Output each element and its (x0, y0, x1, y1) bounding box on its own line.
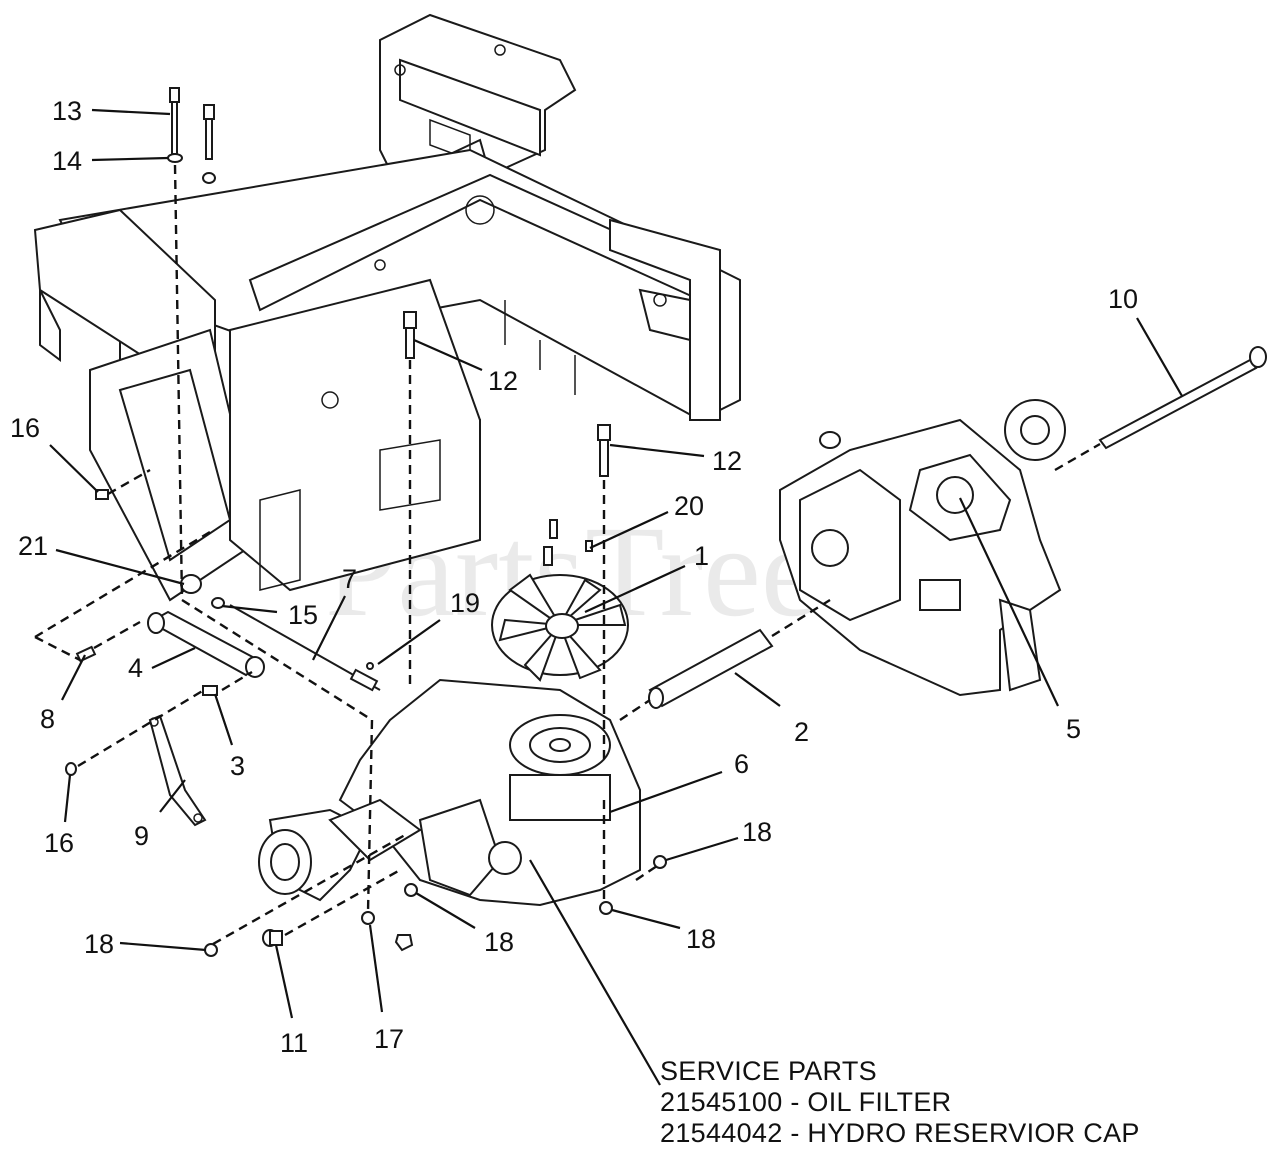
bolt-spare (202, 104, 216, 184)
service-part-line: 21545100 - OIL FILTER (660, 1087, 951, 1117)
bolt-8 (75, 645, 97, 663)
callout-18: 18 (484, 927, 514, 957)
leader-lines (49, 108, 1183, 1086)
callout-18: 18 (742, 817, 772, 847)
callout-3: 3 (230, 751, 245, 781)
callout-1: 1 (694, 541, 709, 571)
callout-21: 21 (18, 531, 48, 561)
clips-18 (204, 855, 667, 957)
bolt-12b (597, 424, 611, 477)
callout-11: 11 (280, 1028, 308, 1058)
callout-9: 9 (134, 821, 149, 851)
callout-12: 12 (488, 366, 518, 396)
transaxle-left-6 (258, 678, 641, 907)
callout-12: 12 (712, 446, 742, 476)
callout-15: 15 (288, 600, 318, 630)
transaxle-right-5 (779, 399, 1066, 697)
service-parts-heading: SERVICE PARTS (660, 1056, 877, 1086)
callout-7: 7 (342, 564, 357, 594)
screws-20 (543, 519, 593, 566)
clip-16b (65, 762, 77, 776)
callout-20: 20 (674, 491, 704, 521)
callout-10: 10 (1108, 284, 1138, 314)
callout-2: 2 (794, 717, 809, 747)
nut-15 (211, 597, 225, 609)
callout-19: 19 (450, 588, 480, 618)
clip-19 (366, 662, 374, 670)
callout-13: 13 (52, 96, 82, 126)
callout-18: 18 (686, 924, 716, 954)
callout-17: 17 (374, 1024, 404, 1054)
callout-18: 18 (84, 929, 114, 959)
callout-16: 16 (10, 413, 40, 443)
rod-7 (229, 604, 381, 692)
nut-17 (361, 911, 414, 952)
callout-14: 14 (52, 146, 82, 176)
frame-assembly (33, 13, 741, 602)
callout-8: 8 (40, 704, 55, 734)
tube-2 (648, 628, 774, 709)
callout-5: 5 (1066, 714, 1081, 744)
service-parts-note: SERVICE PARTS 21545100 - OIL FILTER 2154… (660, 1056, 1140, 1148)
callout-4: 4 (128, 653, 143, 683)
bolt-12a (403, 311, 417, 359)
bolt-13 (169, 87, 180, 155)
arm-9 (148, 714, 207, 827)
bolt-16a (95, 489, 109, 500)
callout-6: 6 (734, 749, 749, 779)
callout-labels: 13 14 16 21 15 7 19 4 8 3 16 9 12 12 20 … (10, 96, 1138, 1058)
axle-bolt-10 (1098, 346, 1267, 450)
callout-16: 16 (44, 828, 74, 858)
pin-11 (262, 929, 283, 947)
assembly-lines (34, 164, 1101, 946)
damper-4 (147, 610, 265, 678)
bolt-3 (202, 685, 218, 696)
washer-14 (167, 153, 183, 163)
service-part-line: 21544042 - HYDRO RESERVIOR CAP (660, 1118, 1140, 1148)
fan-1 (491, 573, 629, 682)
